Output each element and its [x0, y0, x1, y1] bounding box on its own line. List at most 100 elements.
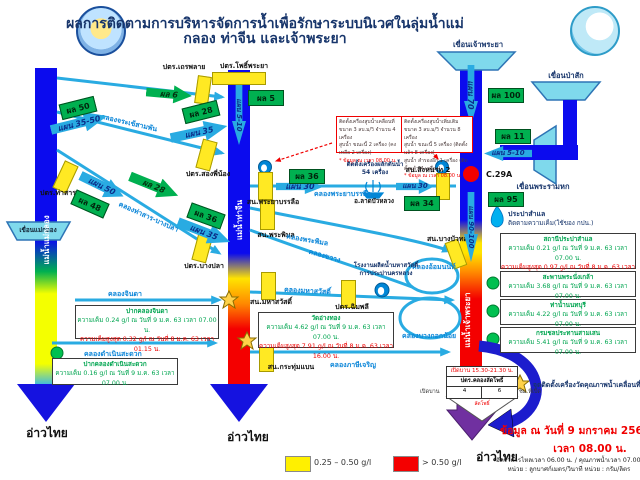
- lat-pho-funnel-note: ลัดโพธิ์: [474, 401, 490, 407]
- gulf-label-tha-chin: อ่าวไทย: [227, 430, 269, 444]
- canal-maha-sawat-label: คลองมหาสวัสดิ์: [283, 285, 331, 297]
- salinity-ss-current: ความเค็ม 5.41 g/l ณ วันที่ 9 ม.ค. 63 เวล…: [508, 339, 628, 356]
- canal-line-phra-phimon: [249, 206, 453, 253]
- samlae-note-line2: ติดตามความเค็ม(ใช้ของ กปน.): [508, 220, 594, 227]
- footer-note2: หน่วย : ลูกบาศก์เมตร/วินาที หน่วย : กรัม…: [507, 466, 631, 473]
- chao-phraya-river-label: แม่น้ำเจ้าพระยา: [463, 292, 472, 348]
- salinity-samlae-current: ความเค็ม 0.21 g/l ณ วันที่ 9 ม.ค. 63 เวล…: [508, 245, 628, 262]
- tha-chin-river-label: แม่น้ำท่าจีน: [235, 199, 244, 241]
- lat-pho-loop-arrowhead: [487, 408, 515, 438]
- pump-note-left-line2: สูบน้ำ ขณะนี้ 2 เครื่อง (คงเหลือ 2 เครื่…: [339, 142, 397, 156]
- gate-pho-phraya: [212, 72, 266, 85]
- salinity-cd-current: ความเค็ม 0.24 g/l ณ วันที่ 9 ม.ค. 63 เวล…: [77, 317, 217, 334]
- gate-phraya-banlue-label: สน.พระยาบรรลือ: [246, 198, 300, 206]
- salinity-pnk-title: สะพานพระนั่งเกล้า: [542, 274, 594, 281]
- pusher-note-line1: ติดตั้งเครื่องผลักดันน้ำ: [346, 161, 404, 168]
- gate-song-phi-nong-label: ปตร.สองพี่น้อง: [185, 170, 231, 178]
- gate-then-phlai-label: ปตร.เถรพลาย: [162, 63, 206, 71]
- legend-yellow-swatch: [285, 456, 311, 472]
- canal-phasi-charoen-label: คลองภาษีเจริญ: [330, 361, 376, 369]
- result-box-95: ผล 95: [488, 192, 524, 207]
- salinity-ss-title: กรมชลประทานสามเสน: [535, 330, 601, 337]
- gate-phraya-banlue: [258, 172, 273, 200]
- swoc-logo-icon: [570, 6, 620, 56]
- pasak-dam-label: เขื่อนป่าสัก: [548, 71, 584, 80]
- mae-klong-dam-label: เขื่อนแม่กลอง: [19, 227, 57, 234]
- salinity-wat-max: ความเค็มสูงสุด 7.91 g/l ณ วันที่ 8 ม.ค. …: [259, 343, 394, 360]
- canal-line-tha-san-bang-pla: [56, 148, 222, 255]
- result-box-11: ผล 11: [495, 129, 531, 144]
- canal-om-non-label: คลองอ้อมนนท์: [412, 263, 456, 271]
- pump-note-right-line4: * ข้อมูล ณ เวลา 08.00 น.: [404, 173, 462, 180]
- pump-note-box-right: ติดตั้งเครื่องสูบน้ำเพิ่มเติม ขนาด 3 ลบ.…: [401, 116, 473, 179]
- mae-klong-outflow-arrow: [17, 384, 75, 422]
- lat-bua-luang-label: อ.ลาดบัวหลวง: [354, 198, 394, 205]
- pump-note-right-line1: ติดตั้งเครื่องสูบน้ำเพิ่มเติม ขนาด 3 ลบ.…: [404, 119, 461, 141]
- pump-note-right-line3: สูบน้ำ สำรองอีก 1 เครื่อง (ติดตั้งแล้ว 4…: [404, 157, 468, 172]
- pasak-dam-shape: [530, 81, 602, 101]
- pump-note-left-line3: * ข้อมูล ณ เวลา 08.00 น.: [339, 157, 397, 164]
- lat-pho-row-left-label: เปิดบาน: [420, 389, 440, 395]
- result-box-34: ผล 34: [404, 196, 440, 211]
- salinity-box-samsen: กรมชลประทานสามเสน ความเค็ม 5.41 g/l ณ วั…: [500, 327, 636, 356]
- gate-chimphli-label: ปตร.ฉิมพลี: [335, 303, 369, 311]
- samlae-note-line1: ประปาสำแล: [508, 210, 546, 218]
- pump-icons: [258, 160, 449, 298]
- gate-tha-san-label: ปตร.ท่าสาร: [40, 189, 76, 197]
- tha-chin-outflow-arrow: [210, 384, 268, 422]
- salinity-cd-title: ปากคลองจินดา: [126, 308, 168, 315]
- canal-damnoen-saduak-label: คลองดำเนินสะดวก: [84, 350, 142, 358]
- data-date: ข้อมูล ณ วันที่ 9 มกราคม 2563: [500, 425, 640, 437]
- result-box-36-banlue: ผล 36: [289, 169, 325, 184]
- salinity-nb-title: ท่าน้ำนนทบุรี: [550, 302, 586, 309]
- chao-phraya-dam-shape: [436, 51, 517, 71]
- salinity-box-wat-ang-thong: วัดอ่างทอง ความเค็ม 4.62 g/l ณ วันที่ 9 …: [258, 312, 394, 360]
- star-wat-ang-thong: [236, 330, 258, 351]
- gulf-label-chao-phraya: อ่าวไทย: [476, 450, 518, 464]
- canal-phraya-banlue-label: คลองพระยาบรรลือ: [314, 190, 372, 198]
- salinity-wat-title: วัดอ่างทอง: [311, 315, 341, 322]
- pump-note-left-arrow: [274, 142, 333, 162]
- lat-pho-row-right-label: ชม.ที่เปิด: [519, 389, 542, 395]
- salinity-box-nonthaburi: ท่าน้ำนนทบุรี ความเค็ม 4.22 g/l ณ วันที่…: [500, 299, 636, 328]
- chao-phraya-dam-label: เขื่อนเจ้าพระยา: [452, 40, 504, 49]
- salinity-dn-current: ความเค็ม 0.16 g/l ณ วันที่ 9 ม.ค. 63 เวล…: [55, 370, 175, 387]
- gate-phra-phimon: [260, 200, 275, 230]
- result-box-5: ผล 5: [248, 90, 284, 106]
- salinity-box-phra-nang-klao: สะพานพระนั่งเกล้า ความเค็ม 3.68 g/l ณ วั…: [500, 271, 636, 300]
- rid-logo-icon: [76, 6, 126, 56]
- canal-bangkok-noi-label: คลองบางกอกน้อย: [402, 332, 457, 340]
- pump-note-right-line2: สูบน้ำ ขณะนี้ 5 เครื่อง (ติดตั้งแล้ว 8 เ…: [404, 142, 468, 156]
- salinity-box-samlae: สถานีประปาสำแล ความเค็ม 0.21 g/l ณ วันที…: [500, 233, 636, 281]
- canal-line-khwang: [249, 228, 413, 289]
- gate-maha-sawat-label: สน.มหาสวัสดิ์: [250, 298, 292, 306]
- gate-singhanat-label: สน.สิงหนาท 2: [405, 166, 451, 174]
- nonthaburi-green-dot: [486, 304, 500, 318]
- salinity-box-damnoen: ปากคลองดำเนินสะดวก ความเค็ม 0.16 g/l ณ ว…: [52, 358, 178, 387]
- salinity-dn-title: ปากคลองดำเนินสะดวก: [83, 361, 147, 368]
- pasak-pipe-vertical: [563, 100, 577, 148]
- c29a-station-marker: [463, 166, 479, 182]
- gate-chimphli: [341, 280, 356, 308]
- gate-bang-pla-label: ปตร.บางปลา: [184, 262, 224, 270]
- c29a-station-label: C.29A: [486, 170, 513, 179]
- canal-loop-om-non: [404, 257, 460, 295]
- salinity-samlae-title: สถานีประปาสำแล: [543, 236, 593, 243]
- mwa-plant-line2: การประปานครหลวง: [359, 270, 413, 277]
- water-drop-icon: [490, 205, 504, 228]
- salinity-wat-current: ความเค็ม 4.62 g/l ณ วันที่ 9 ม.ค. 63 เวล…: [266, 324, 386, 341]
- gate-bang-bua-thong-label: สน.บางบัวทอง: [426, 235, 472, 243]
- mae-klong-river-label: แม่น้ำแม่กลอง: [42, 215, 51, 265]
- pump-note-box-left: ติดตั้งเครื่องสูบน้ำเคลื่อนที่ ขนาด 3 ลบ…: [336, 116, 402, 164]
- rama6-dam-label: เขื่อนพระรามหก: [516, 182, 570, 191]
- phra-nang-klao-green-dot: [486, 276, 500, 290]
- lat-pho-cell2: 6: [481, 386, 518, 399]
- canal-loop-bangkok-noi: [398, 296, 462, 340]
- page-title: ผลการติดตามการบริหารจัดการน้ำเพื่อรักษาร…: [66, 16, 464, 48]
- salinity-cd-max: ความเค็มสูงสุด 0.32 g/l ณ วันที่ 8 ม.ค. …: [79, 336, 214, 353]
- gate-singhanat: [436, 173, 450, 200]
- pusher-note-line2: 54 เครื่อง: [361, 169, 389, 176]
- footer-note1: อัตราการไหลเวลา 06.00 น. / คุณภาพน้ำเวลา…: [496, 457, 640, 464]
- legend-red-swatch: [393, 456, 419, 472]
